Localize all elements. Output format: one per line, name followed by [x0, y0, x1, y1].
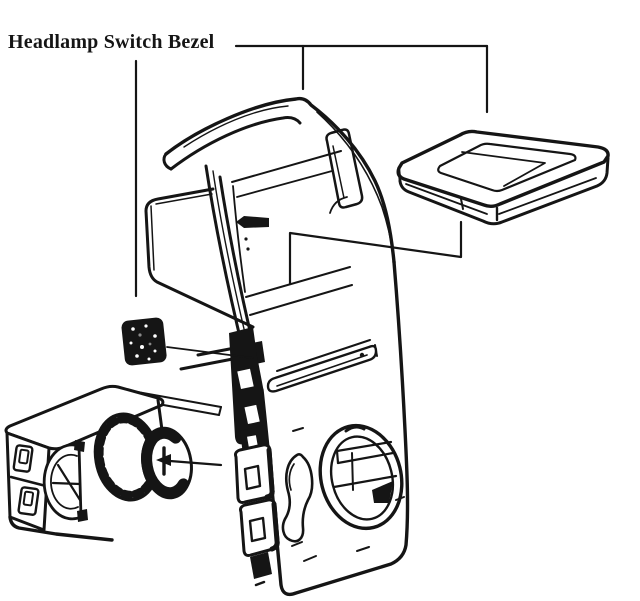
bezel-rear-housing: [144, 187, 255, 329]
leader-pad-to-bezel: [288, 220, 463, 286]
assembly-arrow: [156, 454, 223, 467]
bezel-top-slot: [325, 128, 364, 209]
part-label: Headlamp Switch Bezel: [8, 31, 215, 53]
bezel-vent-slot: [266, 339, 378, 393]
selector-dial: [42, 440, 88, 522]
connector-block: [121, 317, 167, 366]
terminal-1: [12, 444, 34, 473]
bezel-curved-slot: [281, 427, 317, 562]
shaft-shadow: [141, 427, 193, 499]
bezel-switch-opening: [318, 423, 405, 552]
rotary-knob: [93, 412, 193, 502]
leader-lines: [134, 44, 489, 359]
bezel-part: [118, 96, 410, 597]
bezel-clip: [236, 216, 269, 228]
headlamp-switch-assembly: [4, 384, 223, 542]
switch-button-stack: [229, 327, 280, 587]
leader-connector-to-bracket: [166, 346, 254, 359]
terminal-2: [17, 486, 40, 516]
bezel-upper-recess: [231, 150, 353, 316]
trim-pad-part: [396, 129, 610, 226]
